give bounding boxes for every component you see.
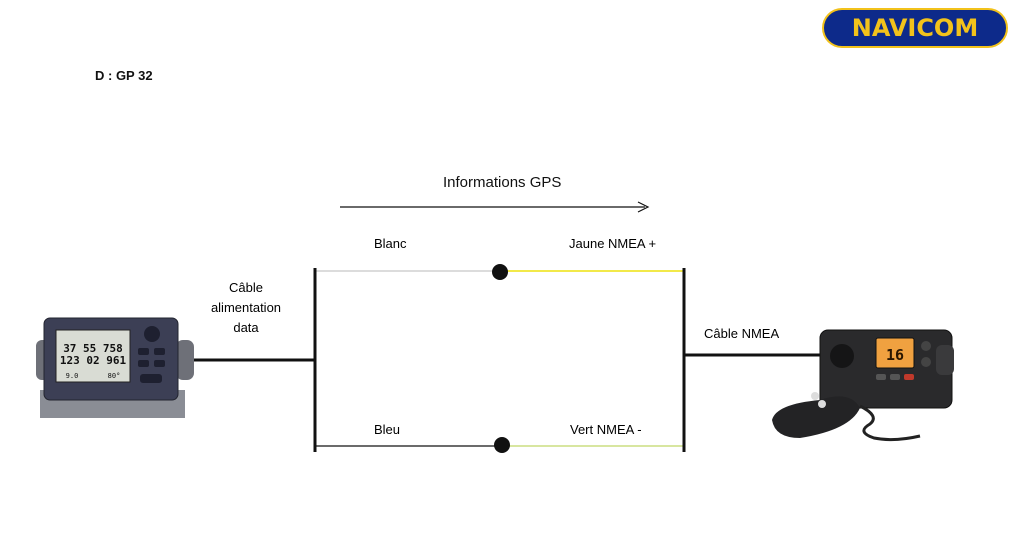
power-cable-label-line2: alimentation — [211, 300, 281, 315]
radio-knob — [921, 357, 931, 367]
white-wire-label: Blanc — [374, 236, 407, 251]
gps-device-image: 37 55 758 123 02 961 9.0 80° — [36, 317, 194, 418]
yellow-wire-label: Jaune NMEA + — [569, 236, 656, 251]
handset-coil-cord — [859, 404, 921, 442]
bottom-junction — [494, 437, 510, 453]
vhf-radio-image: 16 — [772, 329, 954, 442]
power-cable-label-line3: data — [233, 320, 259, 335]
flow-label: Informations GPS — [443, 174, 562, 191]
logo-text: NAVICOM — [851, 14, 979, 42]
gps-screen-line1: 37 55 758 — [63, 342, 123, 355]
page-title: D : GP 32 — [95, 68, 153, 83]
gps-course: 80° — [108, 372, 121, 380]
radio-speaker — [830, 344, 854, 368]
radio-key — [876, 374, 886, 380]
navicom-logo: NAVICOM — [822, 8, 1008, 48]
gps-speed: 9.0 — [66, 372, 79, 380]
handset-button — [818, 400, 826, 408]
green-wire-label: Vert NMEA - — [570, 422, 642, 437]
radio-side-knob — [936, 345, 954, 375]
gps-cursor-pad — [144, 326, 160, 342]
gps-screen — [55, 329, 131, 383]
gps-right-knob — [176, 340, 194, 380]
blue-wire-label: Bleu — [374, 422, 400, 437]
power-cable-label-line1: Câble — [229, 280, 263, 295]
top-junction — [492, 264, 508, 280]
gps-key — [154, 360, 165, 367]
gps-key — [138, 348, 149, 355]
radio-distress-key — [904, 374, 914, 380]
radio-key — [890, 374, 900, 380]
gps-power-key — [140, 374, 162, 383]
flow-arrow-head — [637, 201, 650, 213]
gps-screen-line2: 123 02 961 — [60, 354, 127, 367]
radio-channel: 16 — [886, 346, 904, 364]
gps-key — [154, 348, 165, 355]
gps-key — [138, 360, 149, 367]
radio-knob — [921, 341, 931, 351]
nmea-cable-label: Câble NMEA — [704, 326, 779, 341]
radio-display — [875, 337, 915, 369]
handset-button — [811, 392, 819, 400]
radio-handset — [772, 396, 860, 438]
